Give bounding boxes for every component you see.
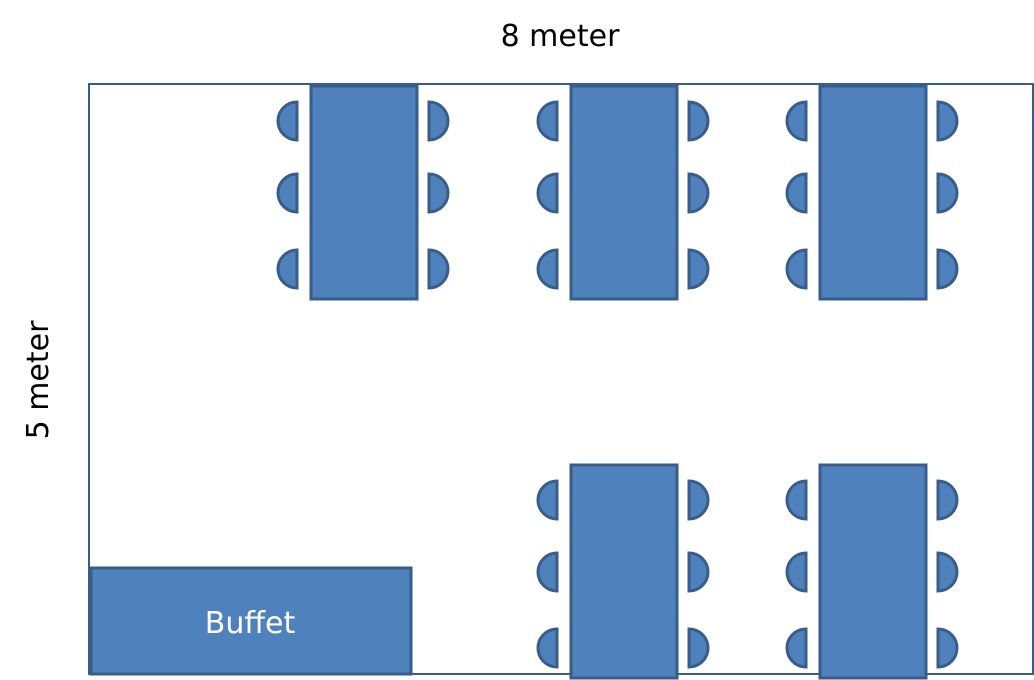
table-4 (569, 463, 679, 680)
table-4-chair-right-2 (687, 551, 710, 593)
table-1-chair-right-2 (427, 172, 450, 214)
table-4-chair-right-3 (687, 627, 710, 669)
room-outline (88, 83, 1034, 675)
table-1-chair-left-3 (276, 248, 299, 290)
table-3-chair-left-2 (785, 172, 808, 214)
table-3-chair-right-3 (936, 248, 959, 290)
table-1-chair-left-2 (276, 172, 299, 214)
table-2-chair-left-3 (536, 248, 559, 290)
table-4-chair-right-1 (687, 479, 710, 521)
table-1-chair-right-1 (427, 100, 450, 142)
table-2-chair-right-3 (687, 248, 710, 290)
room-height-label: 5 meter (21, 320, 56, 440)
table-1-chair-left-1 (276, 100, 299, 142)
table-5-chair-right-1 (936, 479, 959, 521)
table-2-chair-left-1 (536, 100, 559, 142)
table-3-chair-left-3 (785, 248, 808, 290)
table-3-chair-right-1 (936, 100, 959, 142)
table-2-chair-left-2 (536, 172, 559, 214)
table-5 (818, 463, 928, 680)
buffet-table (89, 566, 413, 676)
table-3-chair-right-2 (936, 172, 959, 214)
table-4-chair-left-1 (536, 479, 559, 521)
table-5-chair-left-3 (785, 627, 808, 669)
room-width-label: 8 meter (501, 19, 621, 54)
table-3-chair-left-1 (785, 100, 808, 142)
table-5-chair-right-2 (936, 551, 959, 593)
table-4-chair-left-3 (536, 627, 559, 669)
table-5-chair-left-1 (785, 479, 808, 521)
table-3 (818, 84, 928, 301)
table-1-chair-right-3 (427, 248, 450, 290)
table-4-chair-left-2 (536, 551, 559, 593)
table-2 (569, 84, 679, 301)
table-5-chair-right-3 (936, 627, 959, 669)
buffet-label: Buffet (205, 606, 296, 641)
table-2-chair-right-1 (687, 100, 710, 142)
table-5-chair-left-2 (785, 551, 808, 593)
furniture-group (276, 84, 959, 680)
table-2-chair-right-2 (687, 172, 710, 214)
table-1 (309, 84, 419, 301)
